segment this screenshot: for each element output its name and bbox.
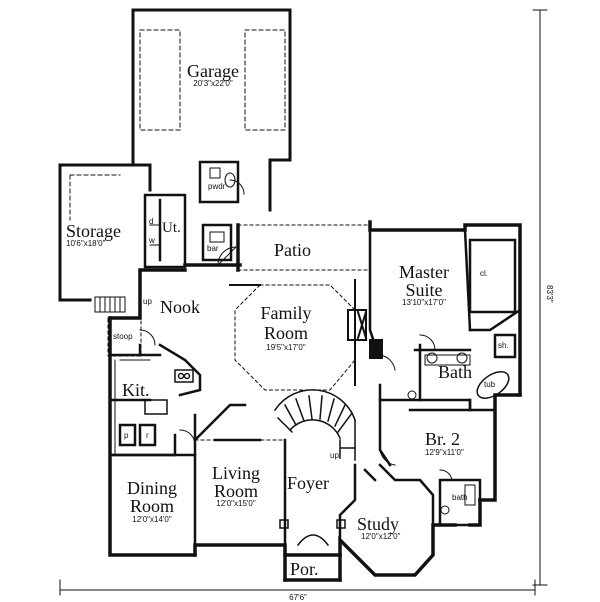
washer-label: w xyxy=(149,236,155,245)
kitchen-counter xyxy=(114,359,151,456)
garage-label: Garage xyxy=(187,61,239,81)
garage-walls xyxy=(131,8,292,212)
closet-label: cl. xyxy=(480,269,488,278)
study-dims: 12'0"x12'0" xyxy=(361,532,401,541)
living-label-1: Living xyxy=(212,463,260,483)
family-outline xyxy=(234,284,356,391)
garage-stair-up: up xyxy=(143,297,152,306)
nook-label: Nook xyxy=(160,297,200,317)
family-label-2: Room xyxy=(263,323,309,343)
storage-dims: 10'6"x18'0" xyxy=(66,239,106,248)
dryer-label: d xyxy=(149,217,154,226)
br2-label: Br. 2 xyxy=(425,429,461,449)
tub-label: tub xyxy=(484,380,496,389)
depth-dimension: 83'3" xyxy=(545,285,554,303)
storage-door xyxy=(69,174,121,221)
family-dims: 19'5"x17'0" xyxy=(266,343,306,352)
br2-dims: 12'9"x11'0" xyxy=(425,448,464,457)
tub-fixture xyxy=(476,371,510,399)
storage-walls xyxy=(58,163,135,302)
foyer-stair-up: up xyxy=(330,451,339,460)
garage-dims: 20'3"x22'0" xyxy=(193,79,233,88)
patio-label: Patio xyxy=(274,240,312,260)
family-label-1: Family xyxy=(260,303,312,323)
utility-label: Ut. xyxy=(162,220,181,236)
living-dims: 12'0"x15'0" xyxy=(216,499,256,508)
dimension-lines xyxy=(59,9,548,596)
width-dimension: 67'6" xyxy=(289,593,307,602)
master-walls xyxy=(368,228,522,412)
powder-label: pwdr xyxy=(208,182,226,191)
dining-label-1: Dining xyxy=(126,478,178,498)
shower-label: sh. xyxy=(498,341,509,350)
pantry-label: p xyxy=(124,431,129,440)
master-dims: 13'10"x17'0" xyxy=(402,298,446,307)
door-swings xyxy=(139,179,453,481)
patio-outline xyxy=(237,224,371,271)
master-label-1: Master xyxy=(399,262,449,282)
foyer-stair xyxy=(273,389,356,461)
study-label: Study xyxy=(357,514,400,534)
bar-label: bar xyxy=(207,244,219,253)
master-bath-label: Bath xyxy=(438,362,472,382)
br2-walls xyxy=(378,398,497,527)
foyer-label: Foyer xyxy=(287,473,329,493)
br2-bath-label: bath xyxy=(452,493,468,502)
stoop-label: stoop xyxy=(113,332,133,341)
kitchen-label: Kit. xyxy=(122,380,150,400)
porch-columns xyxy=(279,519,346,547)
dining-dims: 12'0"x14'0" xyxy=(132,515,172,524)
dining-label-2: Room xyxy=(129,496,175,516)
garage-steps xyxy=(94,296,126,313)
storage-label: Storage xyxy=(66,221,121,241)
refrigerator-label: r xyxy=(146,431,149,440)
porch-label: Por. xyxy=(290,559,319,579)
master-label-2: Suite xyxy=(405,280,443,300)
stoop-outline xyxy=(107,317,142,357)
living-label-2: Room xyxy=(213,481,259,501)
